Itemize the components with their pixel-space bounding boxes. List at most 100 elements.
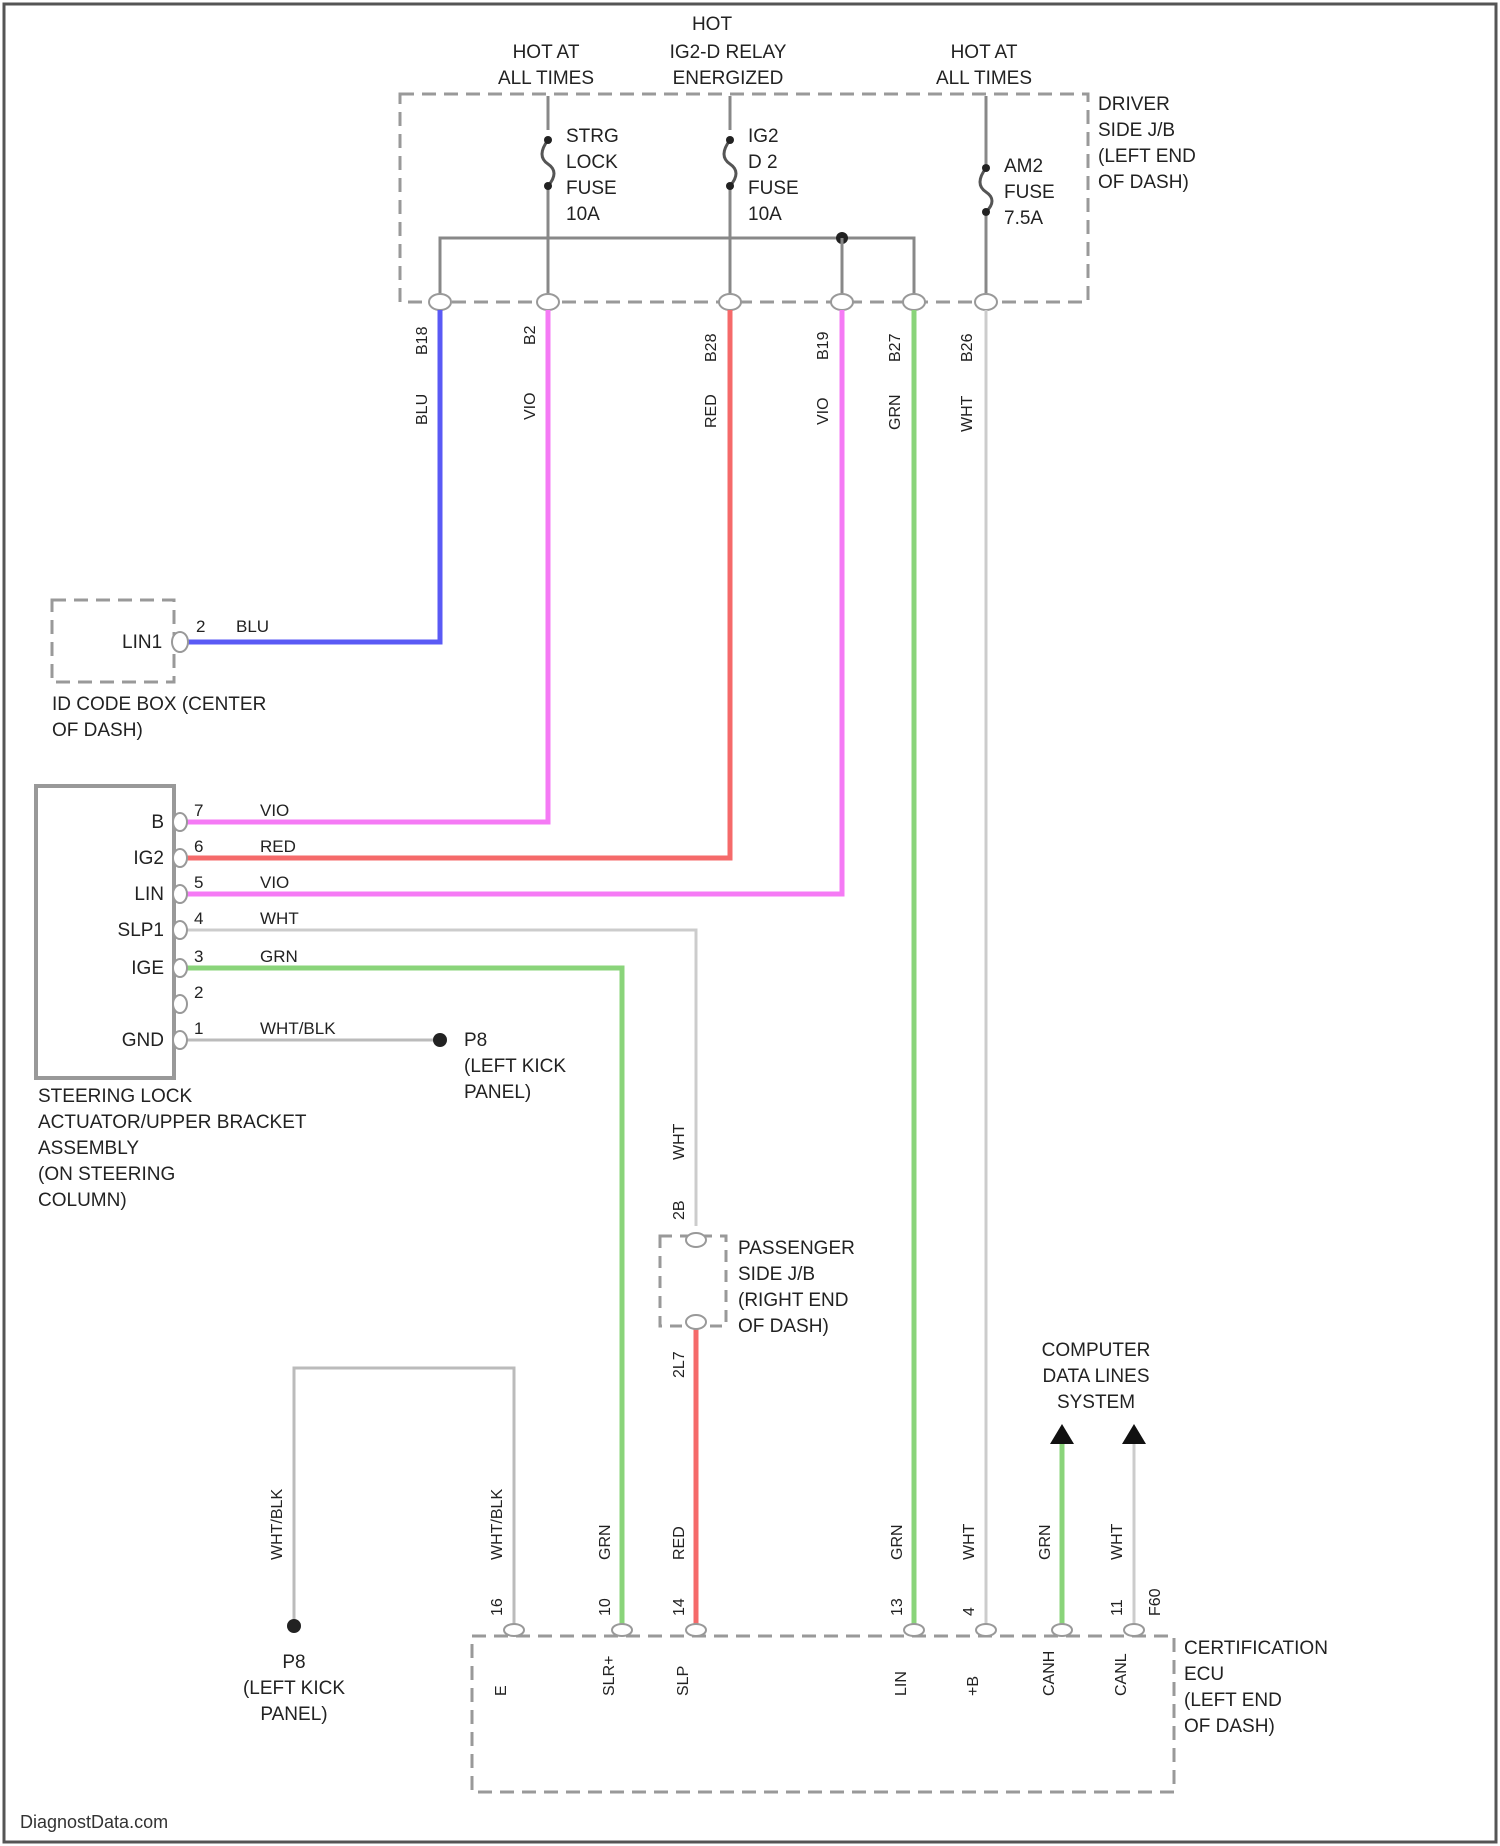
fuse-strg-label-2: LOCK <box>566 152 618 173</box>
hot-right-line2: ALL TIMES <box>936 68 1032 89</box>
hot-left-line2: ALL TIMES <box>498 68 594 89</box>
ecu-wire-color: GRN <box>889 1524 906 1560</box>
fuse-ig2-label-3: FUSE <box>748 178 799 199</box>
ground-lower-label-2: (LEFT KICK <box>243 1678 345 1699</box>
steer-connector <box>173 995 187 1013</box>
wire-b2: VIO <box>522 392 539 420</box>
fuse-am2-icon <box>978 164 994 216</box>
fuse-am2-label-1: AM2 <box>1004 156 1043 177</box>
pass-bottom-pin: 2L7 <box>671 1351 688 1378</box>
steer-terminal: IG2 <box>133 848 164 869</box>
certification-ecu-box <box>472 1636 1174 1792</box>
hot-mid-line2: IG2-D RELAY <box>670 42 787 63</box>
id-code-wire: BLU <box>236 617 269 636</box>
pin-b27: B27 <box>887 333 904 362</box>
steer-connector <box>173 885 187 903</box>
ecu-connector <box>612 1624 632 1636</box>
id-code-label-1: ID CODE BOX (CENTER <box>52 694 266 715</box>
ground-upper-label-3: PANEL) <box>464 1082 531 1103</box>
steer-wire: RED <box>260 837 296 856</box>
ecu-pin: 11 <box>1109 1599 1126 1616</box>
driver-jb-label-4: OF DASH) <box>1098 172 1189 193</box>
ecu-wire-color: WHT <box>961 1523 978 1560</box>
ecu-wire-color: RED <box>671 1526 688 1560</box>
steer-wire: WHT <box>260 909 299 928</box>
steer-connector <box>173 849 187 867</box>
ecu-wire-color: WHT/BLK <box>489 1489 506 1560</box>
wire-wht-slp1 <box>182 930 696 1226</box>
diagram-frame <box>4 4 1496 1842</box>
steer-terminal: SLP1 <box>118 920 164 941</box>
ecu-label-4: OF DASH) <box>1184 1716 1275 1737</box>
ecu-pin: 14 <box>671 1598 688 1616</box>
ecu-connector <box>504 1624 524 1636</box>
wire-blu-lin1 <box>184 310 440 642</box>
fuse-strg-label-4: 10A <box>566 204 600 225</box>
steer-connector <box>173 813 187 831</box>
ecu-pin: 13 <box>889 1598 906 1616</box>
steer-label-2: ACTUATOR/UPPER BRACKET <box>38 1112 307 1133</box>
pin-b26: B26 <box>959 333 976 362</box>
hot-mid-line3: ENERGIZED <box>673 68 784 89</box>
wire-b26: WHT <box>959 395 976 432</box>
driver-jb-connectors <box>429 294 997 310</box>
fuse-ig2-icon <box>722 130 738 190</box>
fuse-strg-label-1: STRG <box>566 126 619 147</box>
steer-terminal: B <box>151 812 164 833</box>
hot-left-line1: HOT AT <box>513 42 580 63</box>
fuse-am2-label-3: 7.5A <box>1004 208 1043 229</box>
steer-pin: 1 <box>194 1019 203 1038</box>
ground-lower-label-3: PANEL) <box>260 1704 327 1725</box>
steer-wire: VIO <box>260 873 289 892</box>
steer-connector <box>173 921 187 939</box>
steer-terminal: IGE <box>131 958 164 979</box>
driver-jb-label-3: (LEFT END <box>1098 146 1196 167</box>
steer-pin: 3 <box>194 947 203 966</box>
ecu-wire-color: WHT <box>1109 1523 1126 1560</box>
cdl-label-3: SYSTEM <box>1057 1392 1135 1413</box>
fuse-strg-icon <box>540 130 556 190</box>
wire-b19: VIO <box>815 397 832 425</box>
ecu-wire-color: GRN <box>597 1524 614 1560</box>
steer-pin: 5 <box>194 873 203 892</box>
pass-connector-top <box>686 1233 706 1247</box>
arrow-up-icon <box>1050 1424 1074 1444</box>
watermark: DiagnostData.com <box>20 1812 168 1832</box>
steer-pin: 7 <box>194 801 203 820</box>
ecu-terminal: E <box>493 1685 510 1696</box>
wire-b27: GRN <box>887 394 904 430</box>
pass-wire-wht: WHT <box>671 1123 688 1160</box>
wire-wht-blk-ground-loop <box>294 1368 514 1626</box>
pin-b2: B2 <box>522 325 539 345</box>
steer-label-5: COLUMN) <box>38 1190 127 1211</box>
ecu-connector <box>686 1624 706 1636</box>
ecu-terminal: +B <box>965 1676 982 1696</box>
ecu-terminal: SLP <box>675 1666 692 1696</box>
ecu-connector <box>1052 1624 1072 1636</box>
ecu-wire-color: GRN <box>1037 1524 1054 1560</box>
ecu-terminal: CANL <box>1113 1653 1130 1696</box>
steer-label-3: ASSEMBLY <box>38 1138 139 1159</box>
pass-label-4: OF DASH) <box>738 1316 829 1337</box>
steer-connector <box>173 1031 187 1049</box>
fuse-ig2-label-2: D 2 <box>748 152 778 173</box>
steer-pin: 4 <box>194 909 203 928</box>
ecu-label-2: ECU <box>1184 1664 1224 1685</box>
steer-pin: 6 <box>194 837 203 856</box>
ecu-extra-label: F60 <box>1147 1588 1164 1616</box>
ecu-terminal: CANH <box>1041 1651 1058 1696</box>
ecu-label-1: CERTIFICATION <box>1184 1638 1328 1659</box>
ecu-pin: 16 <box>489 1598 506 1616</box>
fuse-ig2-label-4: 10A <box>748 204 782 225</box>
id-code-connector <box>172 632 188 652</box>
fuse-strg-label-3: FUSE <box>566 178 617 199</box>
ground-upper-label-2: (LEFT KICK <box>464 1056 566 1077</box>
hot-right-line1: HOT AT <box>951 42 1018 63</box>
pass-label-1: PASSENGER <box>738 1238 855 1259</box>
steer-terminal: LIN <box>134 884 164 905</box>
wire-red-ig2 <box>182 310 730 858</box>
ecu-pin: 4 <box>961 1607 978 1616</box>
